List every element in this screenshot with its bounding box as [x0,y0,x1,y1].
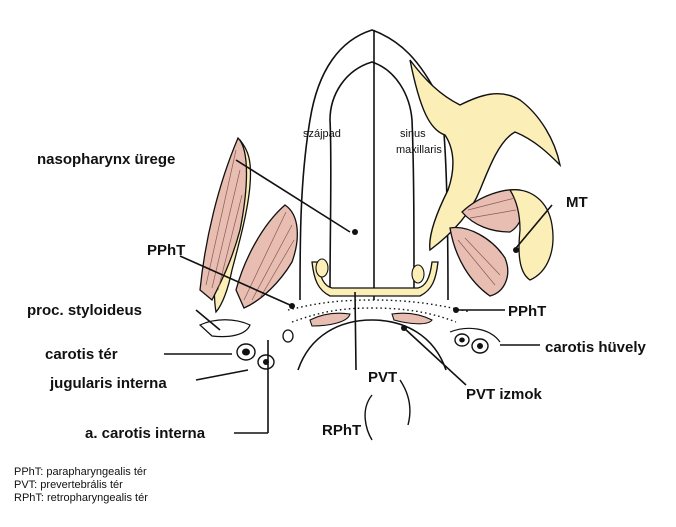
legend: PPhT: parapharyngealis tér PVT: preverte… [14,466,148,505]
label-ppht-left: PPhT [147,242,186,259]
styloid-process [198,319,251,338]
right-medial-pterygoid-muscle [449,226,509,297]
label-rpht: RPhT [322,422,362,439]
right-torus [411,264,425,284]
label-carotis-huvely: carotis hüvely [545,339,646,356]
label-ppht-right: PPhT [508,303,547,320]
legend-item: RPhT: retropharyngealis tér [14,492,148,504]
spinal-curve-right [399,379,411,426]
label-nasopharynx: nasopharynx ürege [37,151,176,168]
pointer-lines [164,159,553,434]
left-vessel-small [282,329,294,343]
legend-item: PVT: prevertebrális tér [14,479,123,491]
pvt-muscle-right [391,312,433,325]
label-pvt: PVT [368,369,398,386]
label-sinus: sinus [400,128,426,140]
vertebra-arc [297,319,447,371]
skull-outline [299,29,449,301]
label-jugularis-interna: jugularis interna [50,375,167,392]
fascia-dotted-line-2 [291,307,457,323]
label-mt: MT [566,194,588,211]
label-a-carotis-interna: a. carotis interna [85,425,206,442]
left-medial-muscle [235,204,298,309]
label-carotis-ter: carotis tér [45,346,118,363]
label-proc-styloideus: proc. styloideus [27,302,143,319]
palate-outline [329,61,415,291]
fascia-dotted-line [287,299,471,313]
right-carotid-sheath [449,327,501,343]
left-torus [315,258,329,278]
label-pvt-izmok: PVT izmok [466,386,542,403]
right-mandible-bone [508,189,554,281]
right-maxilla-bone [409,59,562,252]
label-szajpad: szájpad [303,128,341,140]
label-maxillaris: maxillaris [396,144,442,156]
legend-item: PPhT: parapharyngealis tér [14,466,147,478]
pvt-muscle-left [309,312,351,327]
nasopharynx-floor [311,261,439,297]
spinal-curve [364,394,373,441]
